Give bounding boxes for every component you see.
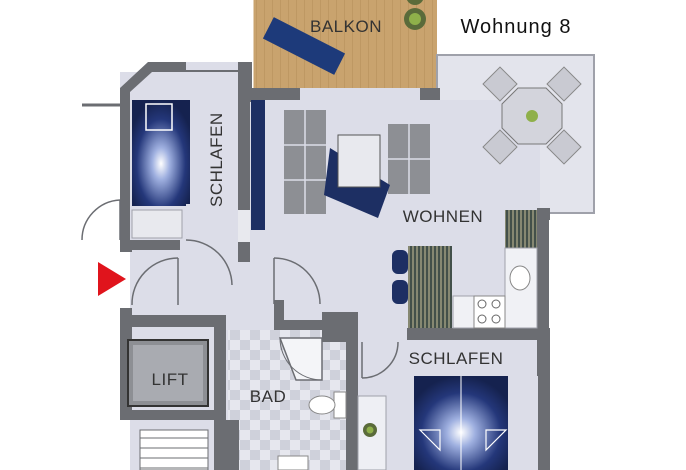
entry-arrow-icon	[98, 262, 126, 296]
bed-icon	[414, 376, 508, 470]
bed-icon	[131, 100, 238, 240]
room-label-bad: BAD	[250, 387, 286, 406]
room-label-balkon: BALKON	[310, 17, 382, 36]
balcony: BALKON	[250, 0, 437, 88]
room-label-schlafen-right: SCHLAFEN	[409, 349, 504, 368]
apartment-title: Wohnung 8	[461, 16, 572, 38]
lounger-icon	[262, 17, 346, 75]
lift: LIFT	[127, 339, 209, 407]
sink-icon-bath	[277, 455, 309, 470]
toilet-icon	[308, 391, 347, 419]
shower-icon	[278, 337, 323, 381]
stove-icon	[473, 295, 506, 329]
doors	[81, 199, 399, 379]
room-label-lift: LIFT	[152, 370, 189, 389]
wardrobe	[238, 210, 250, 242]
room-label-schlafen-left: SCHLAFEN	[207, 112, 226, 207]
room-label-wohnen: WOHNEN	[403, 207, 483, 226]
sofa-icon	[284, 110, 430, 218]
kitchen	[392, 210, 538, 329]
walls	[120, 62, 550, 470]
bedroom-right: SCHLAFEN	[357, 349, 538, 470]
cabinet	[251, 100, 265, 230]
dining-table-icon	[482, 66, 582, 165]
plant-icon	[404, 0, 426, 30]
plant-icon	[363, 423, 377, 437]
stairs	[139, 429, 209, 470]
sink-icon	[509, 265, 531, 291]
